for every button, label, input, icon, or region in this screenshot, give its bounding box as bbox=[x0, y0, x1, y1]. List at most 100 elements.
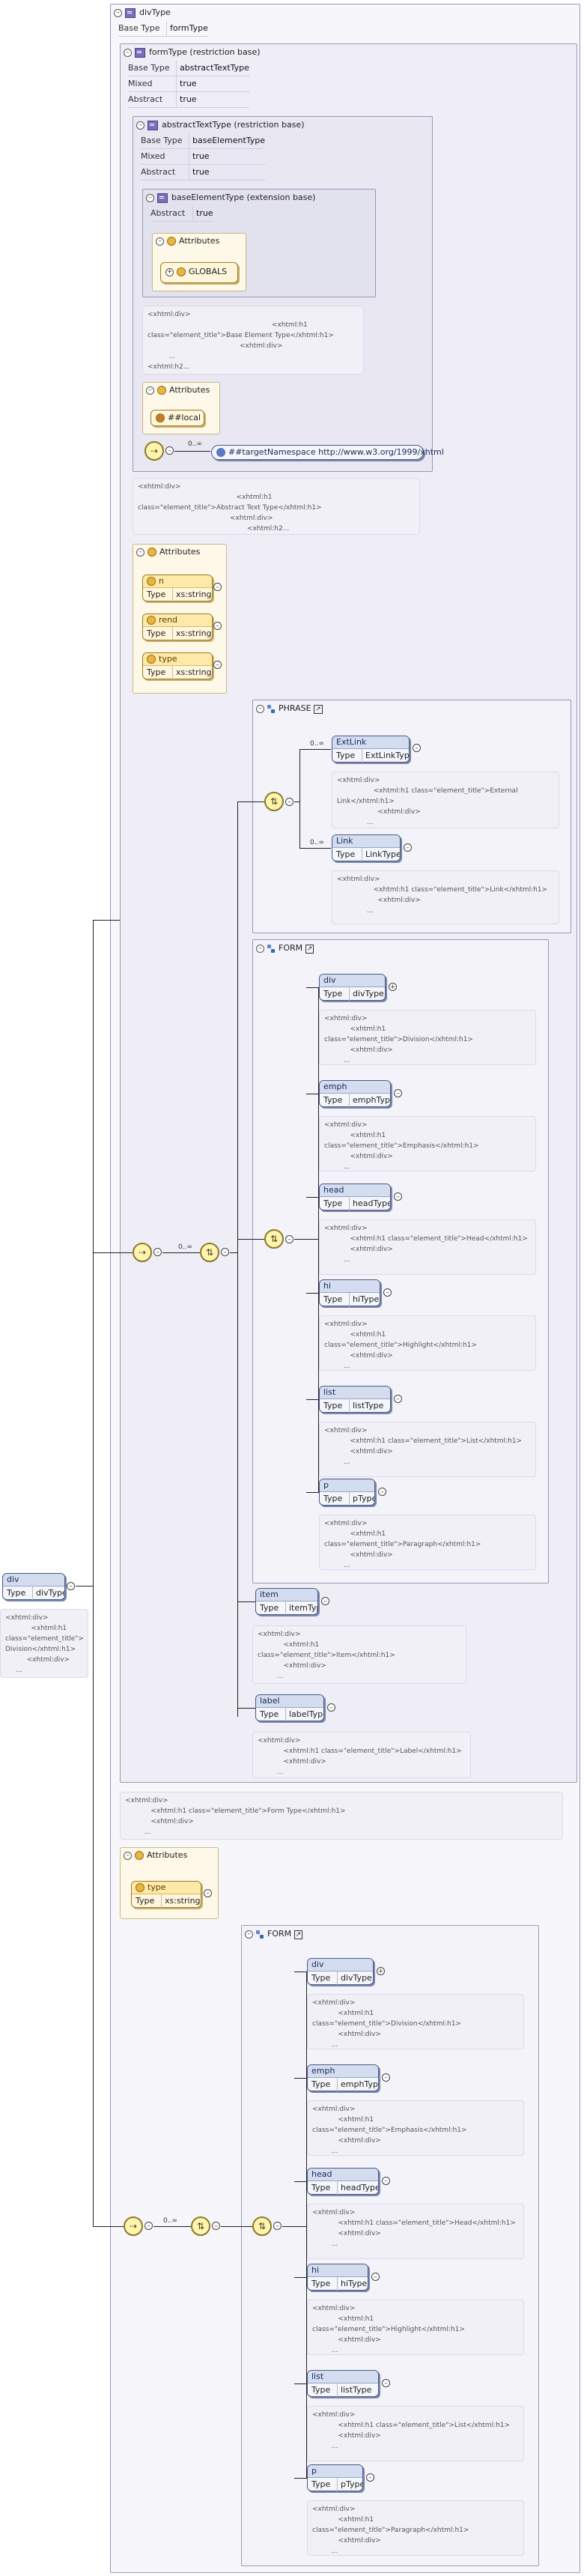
choice-compositor-icon[interactable]: ⇅ bbox=[200, 1243, 219, 1262]
choice-compositor-icon[interactable]: ⇅ bbox=[252, 2216, 272, 2236]
collapse-icon[interactable]: – bbox=[256, 944, 264, 953]
collapse-icon[interactable]: – bbox=[404, 843, 412, 852]
link-icon[interactable]: ↗ bbox=[293, 1930, 303, 1939]
abstracttexttype-title: abstractTextType (restriction base) bbox=[162, 120, 305, 130]
any-element-box[interactable]: ##targetNamespace http://www.w3.org/1999… bbox=[211, 445, 444, 460]
collapse-icon[interactable]: – bbox=[382, 2073, 390, 2082]
collapse-icon[interactable]: – bbox=[146, 193, 154, 202]
formtype-note: <xhtml:div> <xhtml:h1 class="element_tit… bbox=[120, 1792, 563, 1840]
connector-line bbox=[237, 801, 264, 802]
complex-type-icon bbox=[147, 120, 158, 130]
collapse-icon[interactable]: – bbox=[156, 237, 164, 246]
collapse-icon[interactable]: – bbox=[213, 622, 222, 630]
connector-line bbox=[318, 987, 319, 1492]
collapse-icon[interactable]: – bbox=[67, 1582, 75, 1590]
collapse-icon[interactable]: – bbox=[394, 1395, 402, 1403]
type-label: Type bbox=[136, 1894, 162, 1908]
collapse-icon[interactable]: – bbox=[165, 446, 174, 455]
collapse-icon[interactable]: – bbox=[245, 1930, 253, 1939]
element-label[interactable]: label TypelabelType bbox=[255, 1694, 324, 1721]
element-name: item bbox=[256, 1589, 317, 1601]
collapse-icon[interactable]: – bbox=[146, 386, 154, 395]
collapse-icon[interactable]: – bbox=[145, 2222, 153, 2230]
element-emph[interactable]: emphTypeemphType bbox=[319, 1080, 391, 1107]
connector-line bbox=[237, 1601, 255, 1602]
root-div-note: <xhtml:div> <xhtml:h1 class="element_tit… bbox=[0, 1609, 88, 1678]
element-name: Link bbox=[332, 835, 400, 848]
element-emph[interactable]: emphTypeemphType bbox=[307, 2064, 379, 2091]
abstract-text-note: <xhtml:div> <xhtml:h1 class="element_tit… bbox=[133, 478, 420, 535]
collapse-icon[interactable]: – bbox=[212, 2222, 220, 2230]
collapse-icon[interactable]: – bbox=[136, 548, 145, 557]
multiplicity-label: 0..∞ bbox=[188, 440, 202, 448]
p-note: <xhtml:div> <xhtml:h1 class="element_tit… bbox=[319, 1515, 536, 1570]
collapse-icon[interactable]: – bbox=[327, 1703, 335, 1712]
globals-attribute-group[interactable]: +GLOBALS bbox=[160, 262, 238, 283]
type-label: Type bbox=[323, 1197, 350, 1210]
collapse-icon[interactable]: – bbox=[383, 1288, 392, 1297]
connector-line bbox=[174, 451, 210, 452]
base-type-value: formType bbox=[166, 21, 208, 36]
collapse-icon[interactable]: – bbox=[221, 1248, 229, 1256]
choice-compositor-icon[interactable]: ⇅ bbox=[264, 1229, 284, 1249]
collapse-icon[interactable]: – bbox=[213, 661, 222, 669]
element-name: hi bbox=[308, 2264, 368, 2277]
collapse-icon[interactable]: – bbox=[371, 2273, 380, 2281]
prop-value: abstractTextType bbox=[176, 61, 249, 76]
sequence-compositor-icon[interactable]: ⇢ bbox=[133, 1243, 152, 1262]
prop-value: true bbox=[192, 206, 213, 221]
collapse-icon[interactable]: – bbox=[321, 1597, 329, 1605]
collapse-icon[interactable]: – bbox=[394, 1089, 402, 1097]
link-icon[interactable]: ↗ bbox=[314, 705, 323, 714]
collapse-icon[interactable]: – bbox=[114, 8, 122, 17]
collapse-icon[interactable]: – bbox=[256, 704, 264, 713]
link-icon[interactable]: ↗ bbox=[305, 945, 314, 954]
expand-icon[interactable]: + bbox=[165, 267, 174, 276]
collapse-icon[interactable]: – bbox=[394, 1192, 402, 1201]
collapse-icon[interactable]: – bbox=[285, 798, 293, 806]
collapse-icon[interactable]: – bbox=[153, 1248, 162, 1256]
collapse-icon[interactable]: – bbox=[413, 744, 421, 752]
choice-compositor-icon[interactable]: ⇅ bbox=[191, 2216, 210, 2236]
list-note: <xhtml:div> <xhtml:h1 class="element_tit… bbox=[307, 2406, 524, 2461]
collapse-icon[interactable]: – bbox=[285, 1235, 293, 1243]
collapse-icon[interactable]: – bbox=[378, 1488, 386, 1496]
choice-compositor-icon[interactable]: ⇅ bbox=[264, 792, 284, 811]
collapse-icon[interactable]: – bbox=[366, 2473, 374, 2482]
collapse-icon[interactable]: – bbox=[382, 2379, 390, 2387]
collapse-icon[interactable]: – bbox=[382, 2177, 390, 2185]
collapse-icon[interactable]: – bbox=[213, 583, 222, 591]
type-value: pType bbox=[341, 2479, 362, 2489]
collapse-icon[interactable]: + bbox=[389, 983, 397, 991]
emph-note: <xhtml:div> <xhtml:h1 class="element_tit… bbox=[319, 1116, 536, 1172]
collapse-icon[interactable]: – bbox=[136, 121, 145, 130]
collapse-icon[interactable]: – bbox=[124, 48, 132, 57]
element-extlink[interactable]: ExtLink TypeExtLinkType bbox=[332, 736, 410, 763]
sequence-compositor-icon[interactable]: ⇢ bbox=[145, 441, 164, 461]
collapse-icon[interactable]: – bbox=[124, 1851, 132, 1860]
sequence-compositor-icon[interactable]: ⇢ bbox=[124, 2216, 143, 2236]
element-item[interactable]: item TypeitemType bbox=[255, 1588, 318, 1615]
collapse-icon[interactable]: – bbox=[273, 2222, 282, 2230]
local-any-attribute[interactable]: ##local bbox=[150, 410, 204, 426]
complex-type-icon bbox=[125, 7, 136, 18]
collapse-icon[interactable]: – bbox=[204, 1889, 212, 1897]
collapse-icon[interactable]: + bbox=[377, 1967, 385, 1975]
type-value: pType bbox=[353, 1494, 374, 1503]
